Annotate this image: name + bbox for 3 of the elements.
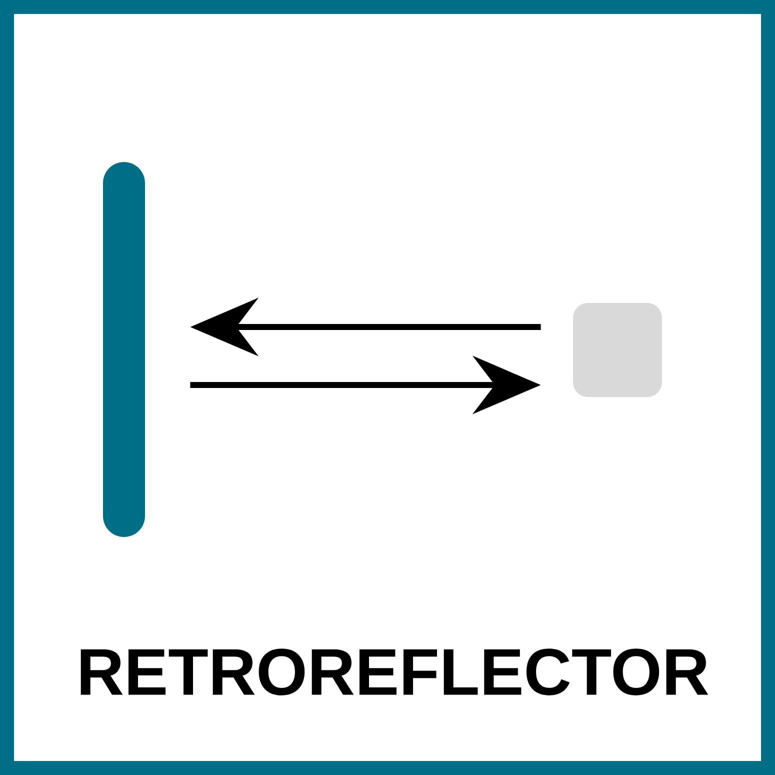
- light-source-box: [573, 303, 662, 397]
- reflector-bar: [103, 162, 145, 537]
- title: RETROREFLECTOR: [80, 648, 708, 696]
